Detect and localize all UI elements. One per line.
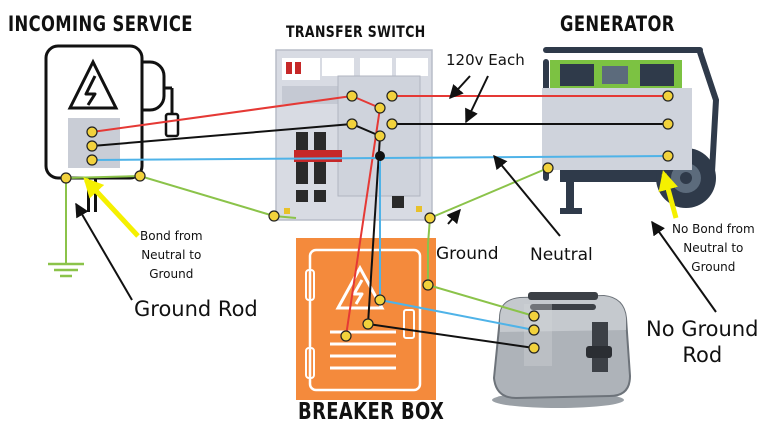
bond-label-line-3: Ground [149,267,194,281]
bond-label-line-2: Neutral to [141,248,202,262]
no-bond-label: No Bond from Neutral to Ground [672,220,755,277]
no-ground-rod-label: No Ground Rod [646,316,758,368]
generator-title: GENERATOR [560,12,675,36]
bond-arrows [83,170,679,238]
toaster [492,292,632,408]
voltage-each-label: 120v Each [446,51,525,69]
no-bond-label-line-3: Ground [691,260,736,274]
generator [542,47,720,214]
ground-label: Ground [436,244,499,264]
breaker-box-title: BREAKER BOX [298,399,445,425]
ground-rod-label: Ground Rod [134,297,258,321]
neutral-junction [375,151,385,161]
bond-label-line-1: Bond from [140,229,203,243]
no-bond-label-line-2: Neutral to [683,241,744,255]
no-ground-rod-line-1: No Ground [646,317,759,341]
transfer-switch [275,49,433,221]
incoming-service-title: INCOMING SERVICE [8,12,193,36]
no-ground-rod-line-2: Rod [682,343,723,367]
transfer-switch-title: TRANSFER SWITCH [286,22,426,41]
annotation-arrows [75,75,717,313]
no-bond-label-line-1: No Bond from [672,222,755,236]
neutral-label: Neutral [530,245,593,265]
terminals [60,90,674,354]
bond-label: Bond from Neutral to Ground [140,227,203,284]
earth-ground-symbol [48,178,84,278]
